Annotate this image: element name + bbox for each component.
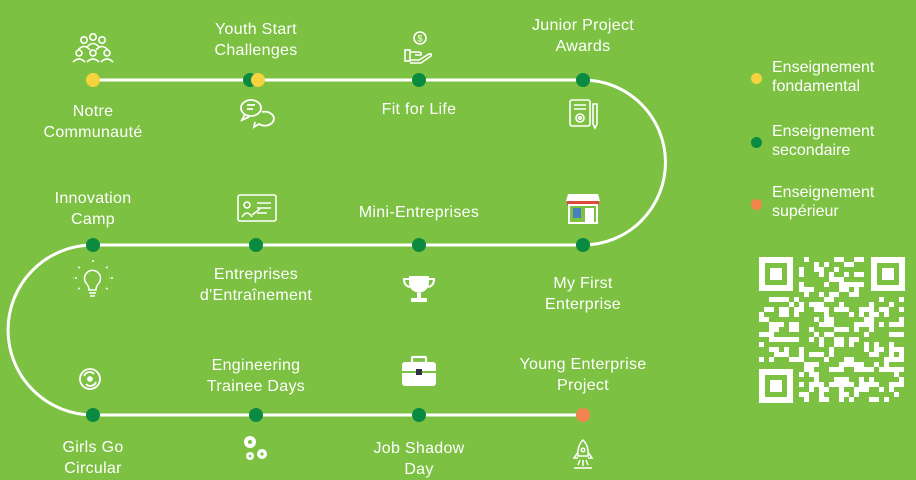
dot-youth-start-fondamental bbox=[251, 73, 265, 87]
dot-innovation-camp bbox=[86, 238, 100, 252]
label-entreprises-entrainement: Entreprises d'Entraînement bbox=[199, 266, 313, 304]
presentation-board-icon bbox=[237, 194, 277, 222]
label-mini-entreprises: Mini-Entreprises bbox=[358, 204, 480, 221]
dot-entreprises-entrainement bbox=[249, 238, 263, 252]
briefcase-icon bbox=[402, 355, 436, 386]
label-notre-communaute: Notre Communauté bbox=[43, 103, 143, 141]
shop-icon bbox=[566, 194, 600, 224]
dot-engineering-trainee bbox=[249, 408, 263, 422]
legend-label-secondaire: Enseignement secondaire bbox=[772, 123, 875, 159]
dot-my-first-enterprise bbox=[576, 238, 590, 252]
trophy-icon bbox=[402, 276, 436, 302]
qr-code-icon bbox=[757, 255, 907, 405]
recycle-gear-icon bbox=[79, 368, 101, 390]
label-my-first-enterprise: My First Enterprise bbox=[545, 275, 621, 313]
dot-girls-go-circular bbox=[86, 408, 100, 422]
legend-dot-secondaire bbox=[751, 137, 762, 148]
legend-label-superieur: Enseignement supérieur bbox=[772, 184, 875, 220]
path-curve-left bbox=[6, 243, 94, 417]
path-curve-right bbox=[582, 78, 667, 247]
dot-notre-communaute bbox=[86, 73, 100, 87]
document-gear-icon bbox=[569, 99, 598, 130]
label-girls-go-circular: Girls Go Circular bbox=[62, 439, 124, 477]
chat-bubbles-icon bbox=[240, 99, 275, 129]
label-young-enterprise-project: Young Enterprise Project bbox=[519, 356, 647, 394]
legend-dot-fondamental bbox=[751, 73, 762, 84]
legend-label-fondamental: Enseignement fondamental bbox=[772, 59, 875, 95]
dot-junior-project bbox=[576, 73, 590, 87]
dot-job-shadow bbox=[412, 408, 426, 422]
dot-mini-entreprises bbox=[412, 238, 426, 252]
rocket-icon bbox=[572, 438, 594, 469]
money-hand-icon: $ bbox=[404, 31, 433, 64]
svg-text:$: $ bbox=[417, 34, 422, 44]
label-job-shadow-day: Job Shadow Day bbox=[373, 440, 465, 478]
label-fit-for-life: Fit for Life bbox=[381, 101, 457, 118]
label-youth-start-challenges: Youth Start Challenges bbox=[214, 21, 298, 59]
legend-dot-superieur bbox=[751, 199, 762, 210]
label-engineering-trainee-days: Engineering Trainee Days bbox=[206, 357, 306, 395]
dot-young-enterprise bbox=[576, 408, 590, 422]
lightbulb-icon bbox=[73, 259, 113, 297]
label-junior-project-awards: Junior Project Awards bbox=[531, 17, 635, 55]
dot-fit-for-life bbox=[412, 73, 426, 87]
community-icon bbox=[72, 32, 114, 63]
gears-icon bbox=[244, 436, 267, 460]
label-innovation-camp: Innovation Camp bbox=[54, 190, 132, 228]
